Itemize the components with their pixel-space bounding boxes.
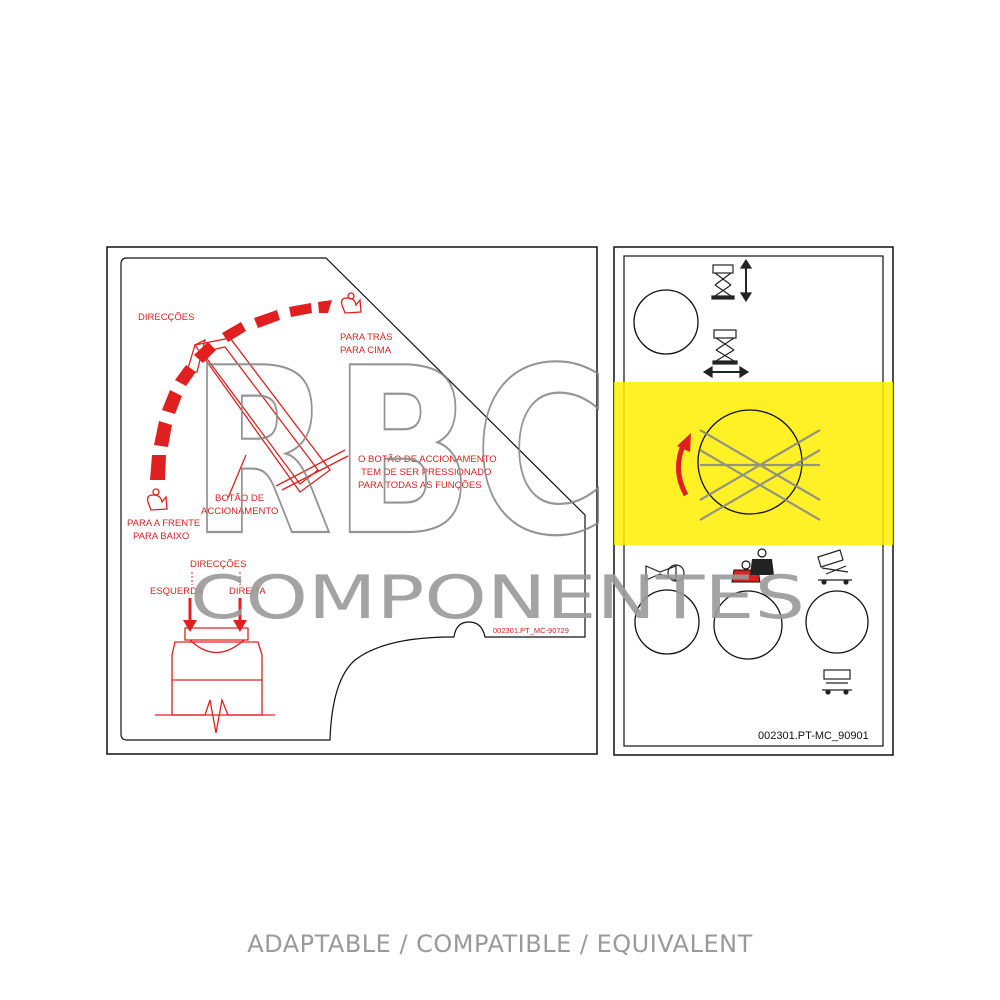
watermark-chain-icon: [699, 429, 821, 521]
left-decal-die-cut: [120, 257, 586, 741]
rotate-arrow-icon: [676, 433, 691, 497]
lift-up-down-icon: [711, 258, 753, 303]
platform-tilt-icon: [817, 549, 852, 585]
right-part-code: 002301.PT-MC_90901: [758, 730, 869, 742]
joystick-illustration: [185, 337, 349, 499]
button-tilt: [805, 590, 869, 654]
duck-icon: [146, 488, 168, 511]
label-enable-button-1: BOTÃO DE: [215, 493, 264, 504]
watermark-brand-word: COMPONENTES: [190, 563, 805, 633]
label-back: PARA TRÀS: [340, 332, 392, 343]
label-directions-bottom: DIRECÇÕES: [190, 559, 246, 570]
left-part-code: 002301.PT_MC-90729: [493, 626, 569, 635]
rocker-switch-illustration: [155, 627, 275, 734]
weight-overload-icon: [731, 548, 774, 583]
label-enable-button-2: ACCIONAMENTO: [201, 506, 278, 517]
label-left: ESQUERDA: [150, 586, 204, 597]
enable-note-line-2: TEM DE SER PRESSIONADO: [361, 467, 491, 478]
drive-left-right-icon: [702, 329, 750, 379]
label-up: PARA CIMA: [340, 345, 392, 356]
left-decal: DIRECÇÕES PARA TRÀS PARA CIMA PARA A FRE…: [106, 246, 598, 755]
watermark: RBC COMPONENTES: [189, 319, 821, 633]
footer-tagline: ADAPTABLE / COMPATIBLE / EQUIVALENT: [247, 930, 753, 958]
label-forward: PARA A FRENTE: [127, 518, 200, 529]
label-down: PARA BAIXO: [133, 531, 189, 542]
arrow-down-icon: [183, 598, 197, 632]
watermark-brand-letters: RBC: [190, 320, 610, 587]
platform-lower-icon: [822, 669, 852, 695]
label-directions-top: DIRECÇÕES: [138, 312, 194, 323]
label-right: DIREITA: [229, 586, 266, 597]
button-drive: [697, 409, 803, 515]
button-overload: [713, 590, 783, 660]
arrow-down-icon: [233, 598, 247, 632]
watermark-highlight-band: [614, 382, 893, 545]
button-horn: [634, 589, 700, 655]
button-lift: [633, 289, 699, 355]
duck-icon: [340, 292, 362, 314]
enable-note-line-3: PARA TODAS AS FUNÇÕES: [358, 480, 482, 491]
horn-icon: [645, 564, 685, 582]
right-decal: 002301.PT-MC_90901: [613, 246, 894, 756]
enable-note-line-1: O BOTÃO DE ACCIONAMENTO: [358, 454, 497, 465]
